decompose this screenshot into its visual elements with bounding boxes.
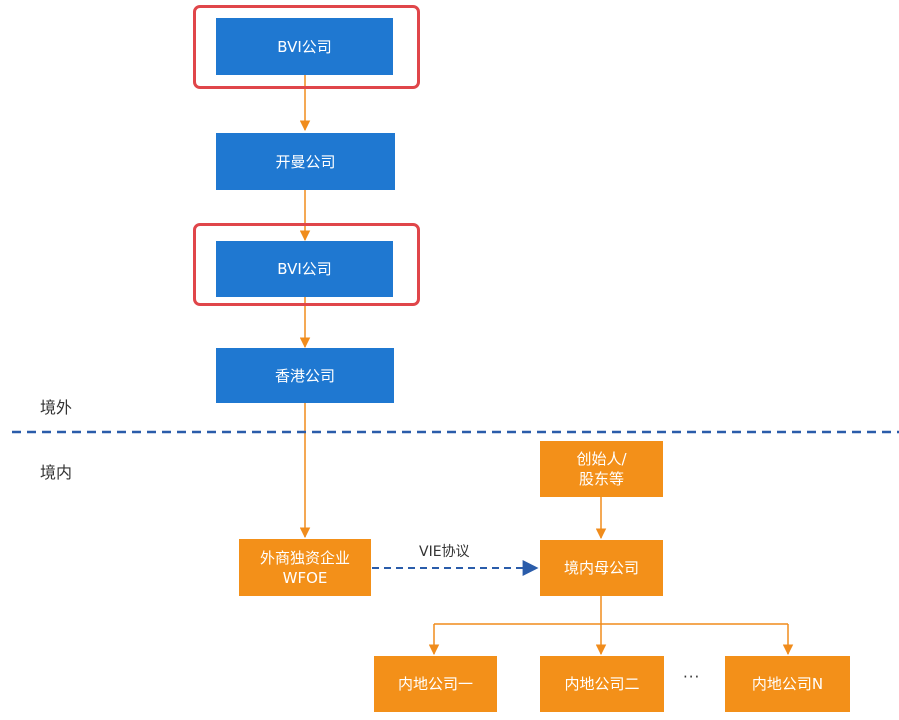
node-bvi-mid-label: BVI公司: [277, 260, 332, 278]
node-domestic-parent[interactable]: 境内母公司: [540, 540, 663, 596]
bvi-mid-highlight-frame: [193, 223, 420, 306]
node-founders-line1: 创始人/: [576, 450, 627, 468]
node-sub-2-label: 内地公司二: [564, 675, 640, 693]
node-bvi-top[interactable]: BVI公司: [216, 18, 393, 75]
node-hk-label: 香港公司: [274, 366, 335, 385]
node-bvi-top-label: BVI公司: [277, 37, 332, 56]
node-domestic-parent-label: 境内母公司: [563, 559, 639, 577]
node-sub-2[interactable]: 内地公司二: [540, 656, 664, 712]
node-hk[interactable]: 香港公司: [216, 348, 394, 403]
node-cayman[interactable]: 开曼公司: [216, 133, 395, 190]
node-wfoe-line2: WFOE: [282, 568, 328, 587]
node-wfoe-line1: 外商独资企业: [259, 548, 350, 567]
node-wfoe[interactable]: 外商独资企业 WFOE: [239, 539, 371, 596]
node-bvi-mid[interactable]: BVI公司: [216, 241, 393, 297]
node-sub-1-label: 内地公司一: [397, 675, 473, 693]
node-founders[interactable]: 创始人/ 股东等: [540, 441, 663, 497]
region-label-onshore: 境内: [40, 463, 73, 482]
node-founders-line2: 股东等: [578, 470, 624, 488]
bvi-top-highlight-frame: [193, 5, 420, 89]
node-sub-1[interactable]: 内地公司一: [374, 656, 497, 712]
more-subsidiaries-ellipsis: ···: [683, 668, 701, 686]
region-label-offshore: 境外: [40, 398, 73, 417]
node-sub-n[interactable]: 内地公司N: [725, 656, 850, 712]
node-sub-n-label: 内地公司N: [751, 675, 824, 693]
vie-agreement-label: VIE协议: [419, 544, 470, 560]
node-cayman-label: 开曼公司: [275, 152, 336, 171]
